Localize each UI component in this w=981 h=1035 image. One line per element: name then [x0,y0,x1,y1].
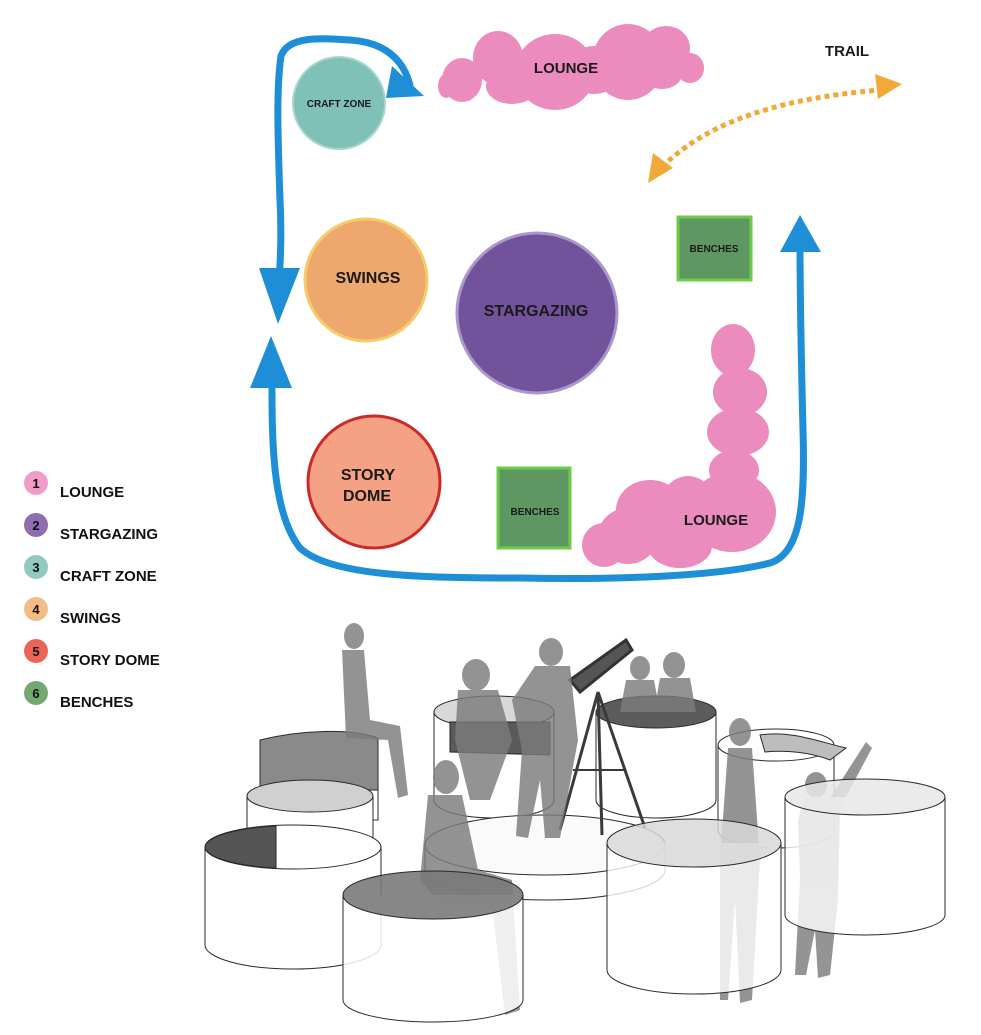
cylinder-far-right [784,778,946,936]
lounge-top-label: LOUNGE [534,60,598,77]
legend-swatch [24,513,48,537]
cylinder-front-right [606,818,782,995]
story-dome-label-line2: DOME [343,488,391,505]
arrowhead-left-up [250,336,292,388]
legend-swatch [24,597,48,621]
cylinder-back-center [595,695,717,819]
plan-view: TRAIL LOUNGE CRAFT ZONE SWINGS STARGAZIN… [250,24,902,582]
arrowhead-top [386,66,424,98]
benches-right-square [676,215,753,282]
legend-number: 6 [32,686,39,701]
legend-number: 2 [32,518,39,533]
lounge-right-zone [582,324,776,568]
legend-label: BENCHES [60,694,133,711]
swings-label: SWINGS [336,270,401,287]
cylinder-front-center [342,870,524,1023]
legend-swatch [24,555,48,579]
stargazing-circle [455,231,619,395]
legend-label: STORY DOME [60,652,160,669]
stargazing-label: STARGAZING [484,303,589,320]
trail-arrow [648,74,902,183]
benches-center-square [496,466,572,550]
perspective-sketch [204,623,946,1023]
story-dome-label-line1: STORY [341,467,396,484]
craft-zone-circle [292,56,386,150]
legend-swatch [24,681,48,705]
legend-number: 3 [32,560,39,575]
benches-center-label: BENCHES [511,507,560,518]
lounge-top-zone [438,24,704,110]
telescope [558,637,647,836]
legend-swatch [24,639,48,663]
path-top-loop [274,35,414,299]
story-dome-circle [306,414,442,550]
swings-circle [303,217,429,343]
legend-label: STARGAZING [60,526,158,543]
legend-number: 4 [32,602,40,617]
arrowhead-right-up [780,215,821,252]
arrowhead-left-down [259,268,300,324]
lounge-right-label: LOUNGE [684,512,748,529]
trail-label: TRAIL [825,43,869,60]
path-bottom-loop [268,236,807,582]
legend-label: SWINGS [60,610,121,627]
circulation-path [268,35,807,582]
legend-label: LOUNGE [60,484,124,501]
benches-right-label: BENCHES [690,244,739,255]
craft-zone-label: CRAFT ZONE [307,99,372,110]
legend-number: 1 [32,476,39,491]
legend-number: 5 [32,644,39,659]
legend-label: CRAFT ZONE [60,568,157,585]
cylinder-left-low [204,824,382,970]
legend-swatch [24,471,48,495]
